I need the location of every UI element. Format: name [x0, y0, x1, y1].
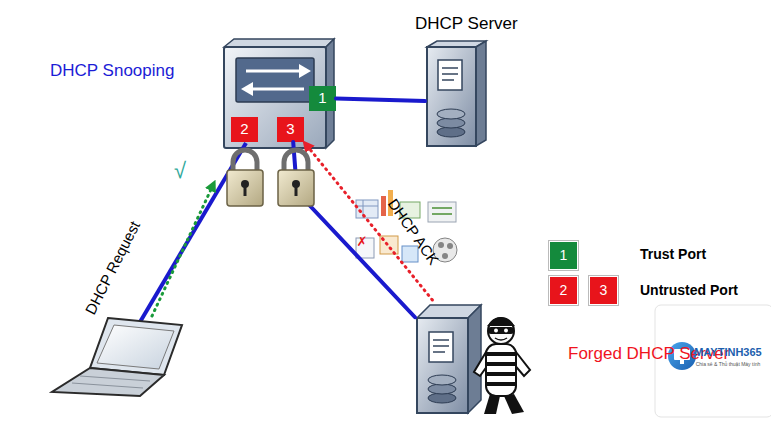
- packet-icons: [356, 190, 457, 262]
- lock-body: [227, 170, 263, 206]
- thief-stripe: [486, 362, 516, 366]
- request-arrow: [152, 183, 214, 316]
- packet-icon: [380, 236, 398, 254]
- thief-leg: [484, 394, 500, 414]
- lock-shackle: [284, 150, 308, 172]
- switch-arrow: [246, 70, 300, 73]
- network-link: [293, 142, 415, 317]
- thief-cap: [487, 317, 515, 326]
- forged-server-icon: [417, 305, 481, 413]
- thief-head: [488, 318, 514, 344]
- server-body: [417, 318, 468, 413]
- switch-panel: [236, 58, 314, 102]
- server-side: [476, 41, 486, 146]
- packet-icon: [402, 246, 418, 262]
- laptop-keys: [72, 383, 143, 388]
- thief-figure: [474, 317, 530, 414]
- server-device: DHCP Server: [425, 45, 477, 147]
- thief-eye: [504, 329, 508, 333]
- laptop-keys: [80, 376, 150, 381]
- padlock: [227, 150, 263, 206]
- thief-stripe: [487, 382, 515, 386]
- lock-keyhole: [295, 186, 298, 196]
- thief-stripe: [487, 352, 515, 356]
- lock-body: [278, 170, 314, 206]
- forged-ack-arrow: [304, 142, 432, 300]
- network-link: [140, 143, 246, 322]
- packet-icon: [356, 238, 374, 258]
- legend-text: Trust Port: [640, 246, 706, 262]
- lock-keyhole: [244, 186, 247, 196]
- thief-stripe: [486, 372, 516, 376]
- switch-device: DHCP Snooping123: [222, 45, 330, 150]
- server-side: [468, 305, 481, 413]
- port-number: 3: [277, 117, 304, 142]
- port-number: 1: [309, 86, 336, 111]
- device-title: Forged DHCP Server: [568, 345, 729, 364]
- lock-keyhole: [292, 180, 300, 188]
- laptop-icon: [52, 318, 182, 396]
- untrusted-port: 2: [231, 117, 258, 142]
- server-document: [438, 60, 462, 90]
- laptop-screen: [97, 325, 174, 369]
- thief-mouth: [495, 338, 507, 340]
- document-line: [442, 73, 458, 75]
- laptop-base: [52, 368, 164, 396]
- laptop-screen-frame: [90, 318, 182, 375]
- packet-icon-line: [432, 213, 452, 215]
- thief-leg: [504, 394, 524, 414]
- thief-eye: [494, 329, 498, 333]
- server-icon: [427, 41, 486, 146]
- packet-icon: [356, 200, 378, 218]
- document-line: [433, 345, 449, 347]
- packet-icon: [381, 196, 386, 216]
- film-reel: [433, 238, 457, 262]
- thief-mask: [488, 327, 514, 334]
- lock-shackle: [233, 150, 257, 172]
- server-device: Forged DHCP Server: [415, 300, 473, 415]
- switch-arrow-head: [299, 64, 311, 78]
- packet-icon: [400, 202, 420, 218]
- document-line: [433, 351, 445, 353]
- legend-swatch: [549, 241, 578, 270]
- padlock: [278, 150, 314, 206]
- legend-swatch: [549, 276, 578, 305]
- network-link: [336, 99, 425, 102]
- switch-top: [224, 39, 334, 47]
- server-disk: [437, 109, 465, 119]
- device-title: DHCP Snooping: [50, 62, 174, 81]
- switch-arrow-head: [241, 82, 253, 96]
- legend-text: Untrusted Port: [640, 282, 738, 298]
- message-label: DHCP Request: [82, 219, 143, 318]
- server-disk: [428, 375, 456, 385]
- port-number: 2: [231, 117, 258, 142]
- packet-icon: [428, 202, 456, 222]
- document-line: [442, 79, 454, 81]
- thief-body: [486, 344, 516, 396]
- packet-icon: [388, 190, 393, 216]
- packet-icon-line: [432, 207, 452, 209]
- packet-icon-line: [356, 206, 378, 207]
- document-line: [442, 67, 458, 69]
- film-reel-hole: [438, 242, 444, 248]
- switch-arrow: [252, 88, 304, 91]
- untrusted-port: 3: [277, 117, 304, 142]
- check-mark: √: [174, 159, 186, 183]
- packet-icon-line: [363, 200, 364, 218]
- lock-keyhole: [241, 180, 249, 188]
- legend-swatch: [589, 276, 618, 305]
- document-line: [433, 339, 449, 341]
- film-reel-hole: [442, 253, 448, 259]
- server-body: [427, 47, 476, 146]
- film-reel-hole: [447, 243, 453, 249]
- server-document: [429, 332, 453, 362]
- trust-port: 1: [309, 86, 336, 111]
- device-title: DHCP Server: [415, 15, 518, 34]
